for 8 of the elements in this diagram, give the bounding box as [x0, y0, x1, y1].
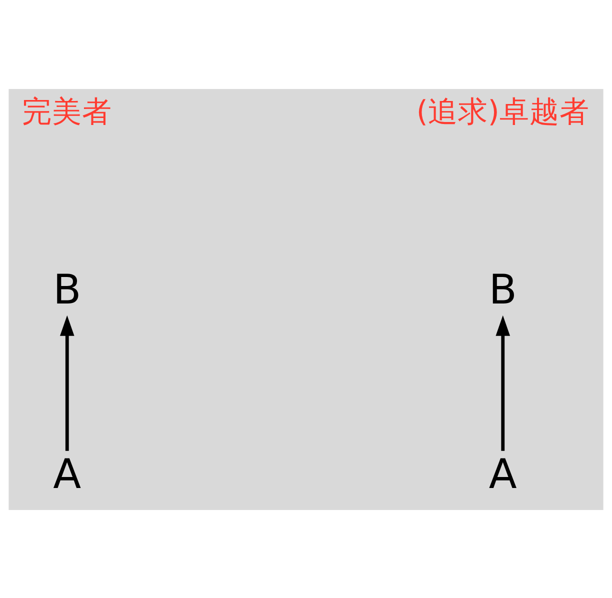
label: 完美者 [22, 94, 112, 128]
label: (追求)卓越者 [416, 94, 590, 128]
node-text: B [53, 264, 82, 313]
node-text: A [53, 450, 82, 498]
arrow [60, 314, 74, 450]
node-text: B [488, 264, 517, 313]
node-text: A [488, 450, 517, 498]
arrow [496, 314, 510, 450]
